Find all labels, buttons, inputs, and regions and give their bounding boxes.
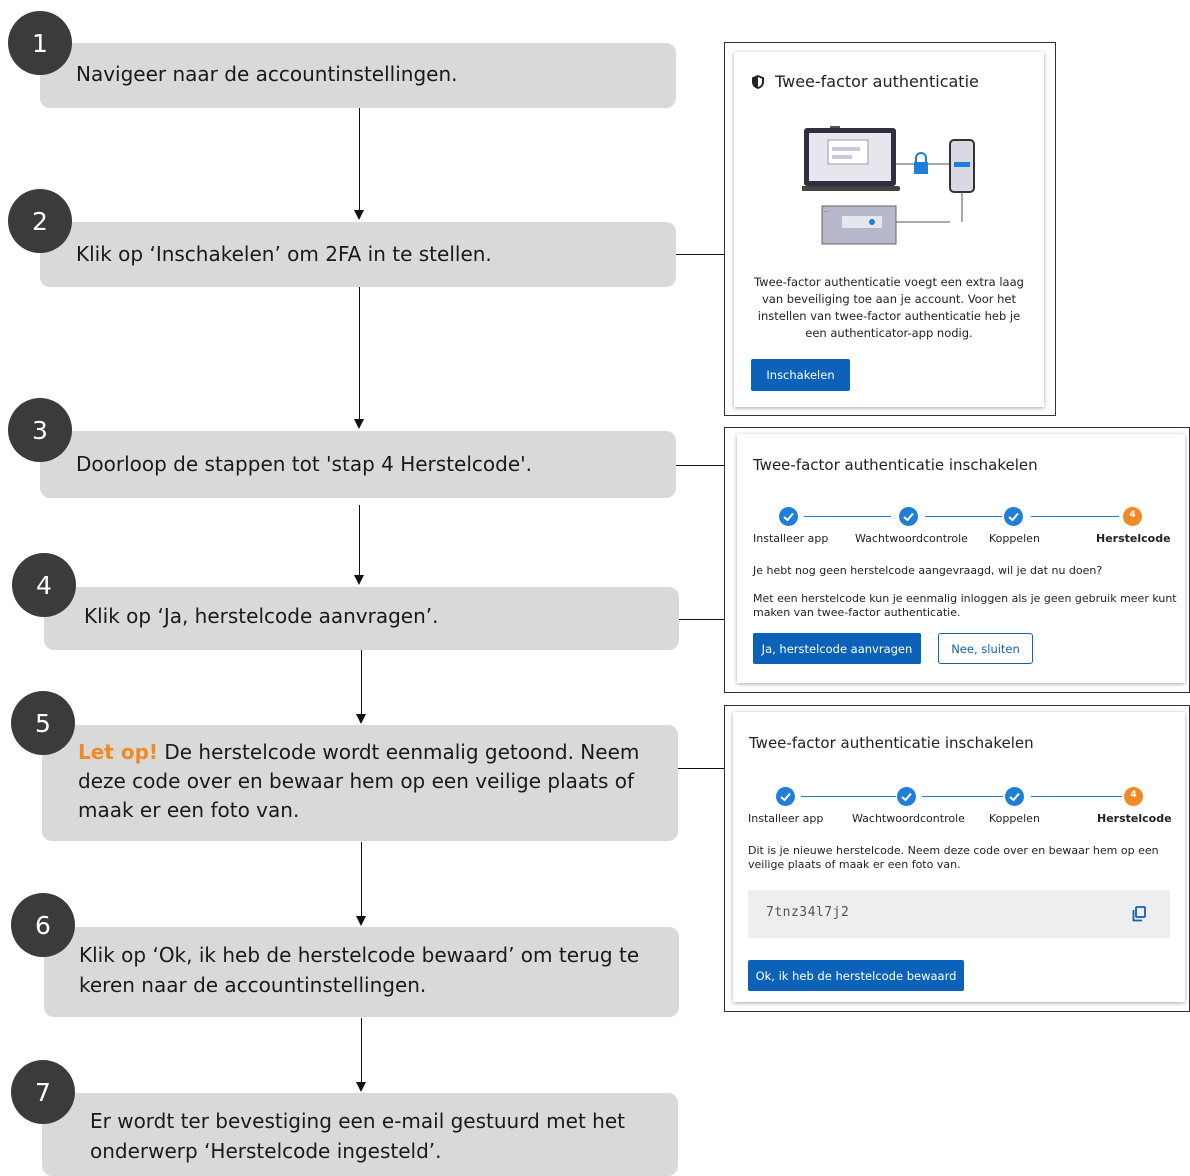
step-6-text-line2: keren naar de accountinstellingen. (79, 973, 427, 997)
step-1-box: Navigeer naar de accountinstellingen. (40, 43, 676, 108)
panel-2-title: Twee-factor authenticatie inschakelen (753, 456, 1038, 474)
panel-2-info-line1: Met een herstelcode kun je eenmalig inlo… (753, 592, 1177, 605)
step-1-text: Navigeer naar de accountinstellingen. (76, 62, 458, 86)
step-done-icon (776, 787, 795, 806)
step-3-number: 3 (8, 398, 72, 462)
panel-3-title: Twee-factor authenticatie inschakelen (749, 734, 1034, 752)
stepper-line (804, 516, 891, 517)
stepper-label-connect: Koppelen (989, 532, 1040, 545)
stepper-line (801, 796, 896, 797)
step-4-box: Klik op ‘Ja, herstelcode aanvragen’. (44, 587, 679, 650)
step-7-box: Er wordt ter bevestiging een e-mail gest… (42, 1093, 678, 1176)
arrowhead-6 (356, 916, 366, 926)
stepper-line (925, 516, 1002, 517)
stepper-label-install: Installeer app (753, 532, 829, 545)
step-current-indicator: 4 (1123, 507, 1142, 526)
recovery-code-value: 7tnz34l7j2 (766, 905, 850, 920)
panel-2-frame: Twee-factor authenticatie inschakelen 4 … (724, 427, 1190, 693)
panel-2-question: Je hebt nog geen herstelcode aangevraagd… (753, 564, 1103, 577)
step-4-number: 4 (12, 553, 76, 617)
step-5-text-line2: deze code over en bewaar hem op een veil… (78, 769, 635, 793)
connector-step2-panel1 (676, 254, 724, 255)
recovery-code-field: 7tnz34l7j2 (748, 890, 1170, 938)
connector-5-6 (361, 842, 362, 916)
request-recovery-code-button[interactable]: Ja, herstelcode aanvragen (753, 633, 921, 664)
connector-6-7 (361, 1018, 362, 1082)
stepper-label-password: Wachtwoordcontrole (855, 532, 968, 545)
step-2-box: Klik op ‘Inschakelen’ om 2FA in te stell… (40, 222, 676, 287)
stepper-line (1031, 796, 1122, 797)
arrowhead-7 (356, 1082, 366, 1092)
arrowhead-2 (354, 210, 364, 220)
panel-1-description: Twee-factor authenticatie voegt een extr… (754, 275, 1024, 340)
connector-step4-panel2 (679, 619, 724, 620)
stepper-line (922, 796, 1003, 797)
step-5-text-line3: maak er een foto van. (78, 798, 300, 822)
step-current-indicator: 4 (1124, 787, 1143, 806)
confirm-saved-button[interactable]: Ok, ik heb de herstelcode bewaard (748, 960, 964, 991)
close-button[interactable]: Nee, sluiten (938, 633, 1033, 664)
shield-icon (751, 74, 765, 95)
stepper-label-password: Wachtwoordcontrole (852, 812, 965, 825)
step-6-number: 6 (11, 893, 75, 957)
panel-2-card: Twee-factor authenticatie inschakelen 4 … (737, 434, 1185, 683)
panel-2-stepper: 4 Installeer app Wachtwoordcontrole Kopp… (737, 507, 1185, 547)
stepper-label-connect: Koppelen (989, 812, 1040, 825)
panel-1-card: Twee-factor authenticatie ... Twee-facto… (734, 52, 1044, 407)
warning-label: Let op! (78, 740, 159, 764)
enable-button[interactable]: Inschakelen (751, 359, 850, 391)
panel-2-info-line2: maken van twee-factor authenticatie. (753, 606, 961, 619)
step-3-box: Doorloop de stappen tot 'stap 4 Herstelc… (40, 431, 676, 498)
step-7-text-line1: Er wordt ter bevestiging een e-mail gest… (90, 1109, 625, 1133)
panel-1-frame: Twee-factor authenticatie ... Twee-facto… (724, 42, 1056, 416)
step-2-number: 2 (8, 189, 72, 253)
step-done-icon (897, 787, 916, 806)
panel-3-info-line2: veilige plaats of maak er een foto van. (748, 858, 961, 871)
svg-text:...: ... (824, 208, 829, 214)
stepper-label-recovery: Herstelcode (1097, 812, 1172, 825)
panel-3-card: Twee-factor authenticatie inschakelen 4 … (733, 712, 1185, 1002)
step-5-text-line1: De herstelcode wordt eenmalig getoond. N… (158, 740, 640, 764)
connector-4-5 (361, 650, 362, 714)
step-done-icon (779, 507, 798, 526)
step-done-icon (1004, 507, 1023, 526)
connector-3-4 (359, 505, 360, 575)
connector-1-2 (359, 108, 360, 210)
step-7-text-line2: onderwerp ‘Herstelcode ingesteld’. (90, 1139, 442, 1163)
arrowhead-5 (356, 714, 366, 724)
connector-step3-panel2 (676, 465, 724, 466)
step-1-number: 1 (8, 11, 72, 75)
step-4-text: Klik op ‘Ja, herstelcode aanvragen’. (84, 604, 439, 628)
step-done-icon (1005, 787, 1024, 806)
step-6-text-line1: Klik op ‘Ok, ik heb de herstelcode bewaa… (79, 943, 640, 967)
stepper-label-recovery: Herstelcode (1096, 532, 1171, 545)
two-factor-illustration: ... (802, 126, 975, 245)
step-7-number: 7 (11, 1060, 75, 1124)
arrowhead-3 (354, 419, 364, 429)
panel-1-title: Twee-factor authenticatie (775, 72, 979, 91)
step-done-icon (899, 507, 918, 526)
arrowhead-4 (354, 575, 364, 585)
stepper-line (1031, 516, 1119, 517)
panel-3-frame: Twee-factor authenticatie inschakelen 4 … (724, 705, 1190, 1012)
step-3-text: Doorloop de stappen tot 'stap 4 Herstelc… (76, 452, 532, 476)
step-6-box: Klik op ‘Ok, ik heb de herstelcode bewaa… (44, 927, 679, 1017)
step-5-number: 5 (11, 691, 75, 755)
copy-icon[interactable] (1132, 906, 1146, 927)
connector-step5-panel3 (678, 768, 724, 769)
panel-3-info-line1: Dit is je nieuwe herstelcode. Neem deze … (748, 844, 1159, 857)
panel-3-stepper: 4 Installeer app Wachtwoordcontrole Kopp… (733, 787, 1185, 827)
stepper-label-install: Installeer app (748, 812, 824, 825)
step-2-text: Klik op ‘Inschakelen’ om 2FA in te stell… (76, 242, 492, 266)
connector-2-3 (359, 287, 360, 419)
step-5-box: Let op! De herstelcode wordt eenmalig ge… (42, 725, 678, 841)
